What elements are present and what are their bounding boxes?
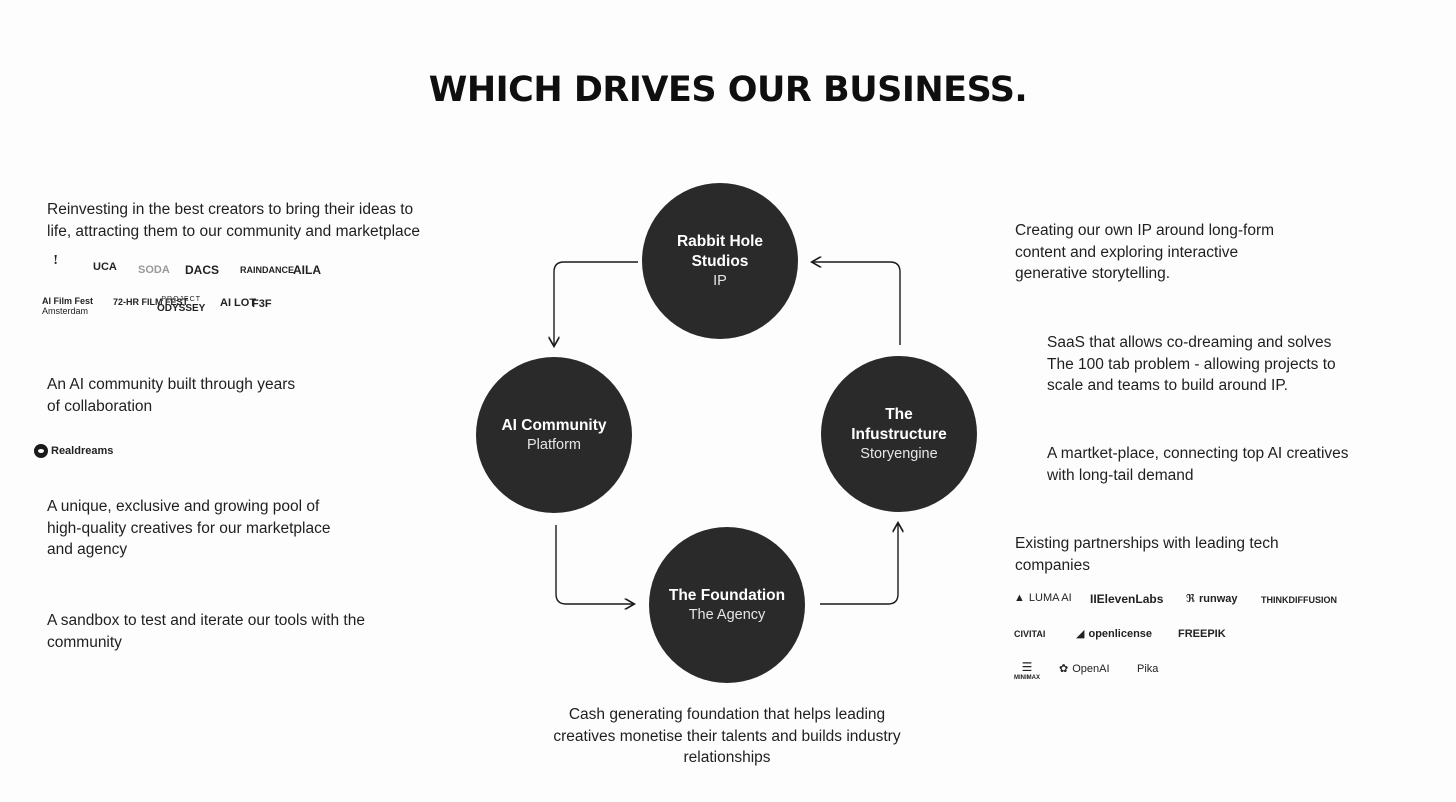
openlicense-logo: ◢openlicense bbox=[1076, 627, 1152, 640]
community-line: of collaboration bbox=[47, 397, 153, 415]
openlicense-corner-icon: ◢ bbox=[1076, 628, 1085, 640]
logo-line: PROJECT bbox=[161, 296, 202, 303]
reinvest-line: life, attracting them to our community a… bbox=[47, 222, 421, 240]
f3f-logo: F3F bbox=[252, 298, 272, 310]
realdreams-eye-icon bbox=[34, 444, 48, 458]
circle-name: AI Community bbox=[501, 416, 607, 434]
saas-line: scale and teams to build around IP. bbox=[1047, 377, 1288, 394]
ai-lot-logo: AI LOT bbox=[220, 297, 257, 309]
dacs-logo: DACS bbox=[185, 263, 220, 277]
ip-line: content and exploring interactive bbox=[1015, 243, 1239, 261]
pool-text: A unique, exclusive and growing pool of … bbox=[47, 496, 330, 561]
elevenlabs-logo: IIElevenLabs bbox=[1090, 592, 1164, 606]
foundation-line: relationships bbox=[683, 749, 771, 766]
saas-line: The 100 tab problem - allowing projects … bbox=[1047, 355, 1336, 373]
minimax-logo: ☰ MINIMAX bbox=[1014, 660, 1040, 682]
pool-line: high-quality creatives for our marketpla… bbox=[47, 519, 331, 537]
community-line: An AI community built through years bbox=[47, 376, 296, 393]
circle-name: The Foundation bbox=[668, 586, 786, 604]
minimax-wave-icon: ☰ bbox=[1021, 660, 1033, 674]
saas-text: SaaS that allows co-dreaming and solves … bbox=[1047, 332, 1336, 397]
circle-name: The bbox=[885, 405, 913, 423]
ip-text: Creating our own IP around long-form con… bbox=[1015, 220, 1274, 285]
page-title: WHICH DRIVES OUR BUSINESS. bbox=[428, 70, 1028, 110]
soda-logo: SODA bbox=[138, 264, 170, 276]
circle-sub: IP bbox=[713, 272, 727, 289]
market-line: with long-tail demand bbox=[1047, 466, 1194, 484]
circle-ai-community: AI Community Platform bbox=[476, 357, 632, 513]
freepik-logo: FREEPIK bbox=[1178, 628, 1226, 640]
logo-label: OpenAI bbox=[1072, 663, 1110, 675]
realdreams-label: Realdreams bbox=[51, 444, 114, 457]
saas-line: SaaS that allows co-dreaming and solves bbox=[1047, 334, 1332, 351]
partners-line: companies bbox=[1015, 556, 1090, 574]
circle-the-foundation: The Foundation The Agency bbox=[649, 527, 805, 683]
arrow-right-to-top bbox=[813, 262, 901, 345]
pool-line: and agency bbox=[47, 541, 128, 558]
ai-film-fest-logo: AI Film Fest Amsterdam bbox=[42, 296, 93, 316]
arrow-bottom-to-right bbox=[820, 524, 898, 605]
luma-cube-icon: ▲ bbox=[1014, 592, 1025, 604]
circle-infustructure: The Infustructure Storyengine bbox=[821, 356, 977, 512]
aila-logo: AILA bbox=[293, 263, 321, 277]
reinvest-text: Reinvesting in the best creators to brin… bbox=[47, 199, 420, 242]
circle-name: Rabbit Hole bbox=[676, 232, 764, 250]
foundation-line: creatives monetise their talents and bui… bbox=[553, 727, 901, 745]
logo-line: ODYSSEY bbox=[157, 303, 206, 314]
logo-line: AI Film Fest bbox=[42, 296, 94, 306]
civitai-logo: CIVITAI bbox=[1014, 629, 1046, 639]
market-line: A martket-place, connecting top AI creat… bbox=[1047, 445, 1349, 462]
pool-line: A unique, exclusive and growing pool of bbox=[47, 498, 320, 515]
raindance-logo: RAINDANCE bbox=[240, 265, 294, 275]
circle-sub: The Agency bbox=[688, 606, 766, 623]
logo-label: openlicense bbox=[1088, 628, 1153, 640]
community-text: An AI community built through years of c… bbox=[47, 374, 295, 417]
logo-label: MINIMAX bbox=[1014, 675, 1040, 681]
openai-logo: ✿OpenAI bbox=[1059, 662, 1110, 675]
reinvest-line: Reinvesting in the best creators to brin… bbox=[47, 201, 414, 218]
circle-sub: Platform bbox=[527, 436, 581, 453]
partners-line: Existing partnerships with leading tech bbox=[1015, 535, 1279, 552]
ip-line: generative storytelling. bbox=[1015, 265, 1171, 282]
logo-label: runway bbox=[1198, 593, 1238, 605]
realdreams-logo: Realdreams bbox=[34, 444, 113, 458]
sandbox-line: community bbox=[47, 633, 122, 651]
foundation-line: Cash generating foundation that helps le… bbox=[568, 706, 886, 723]
partners-text: Existing partnerships with leading tech … bbox=[1015, 533, 1279, 576]
arrow-left-to-bottom bbox=[555, 525, 633, 604]
circle-rabbit-hole-studios: Rabbit Hole Studios IP bbox=[642, 183, 798, 339]
sandbox-text: A sandbox to test and iterate our tools … bbox=[47, 610, 365, 653]
uca-logo: UCA bbox=[93, 261, 117, 273]
project-odyssey-logo: PROJECT ODYSSEY bbox=[157, 295, 206, 314]
luma-ai-logo: ▲LUMA AI bbox=[1014, 592, 1072, 604]
circle-sub: Storyengine bbox=[860, 445, 938, 462]
circle-name: Infustructure bbox=[851, 425, 947, 443]
ip-line: Creating our own IP around long-form bbox=[1015, 222, 1275, 239]
runway-r-icon: ℜ bbox=[1186, 593, 1195, 605]
circle-name: Studios bbox=[691, 252, 749, 270]
foundation-text: Cash generating foundation that helps le… bbox=[527, 704, 927, 769]
logo-label: LUMA AI bbox=[1028, 592, 1072, 604]
exclamation-logo: ! bbox=[53, 253, 59, 267]
logo-line: Amsterdam bbox=[42, 306, 89, 316]
pika-logo: Pika bbox=[1137, 663, 1159, 675]
72hr-film-fest-logo: 72-HR FILM FEST bbox=[113, 297, 189, 307]
market-text: A martket-place, connecting top AI creat… bbox=[1047, 443, 1349, 486]
openai-knot-icon: ✿ bbox=[1059, 663, 1069, 675]
sandbox-line: A sandbox to test and iterate our tools … bbox=[47, 612, 365, 629]
arrow-top-to-left bbox=[554, 261, 638, 345]
thinkdiffusion-logo: THINKDIFFUSION bbox=[1261, 595, 1337, 605]
